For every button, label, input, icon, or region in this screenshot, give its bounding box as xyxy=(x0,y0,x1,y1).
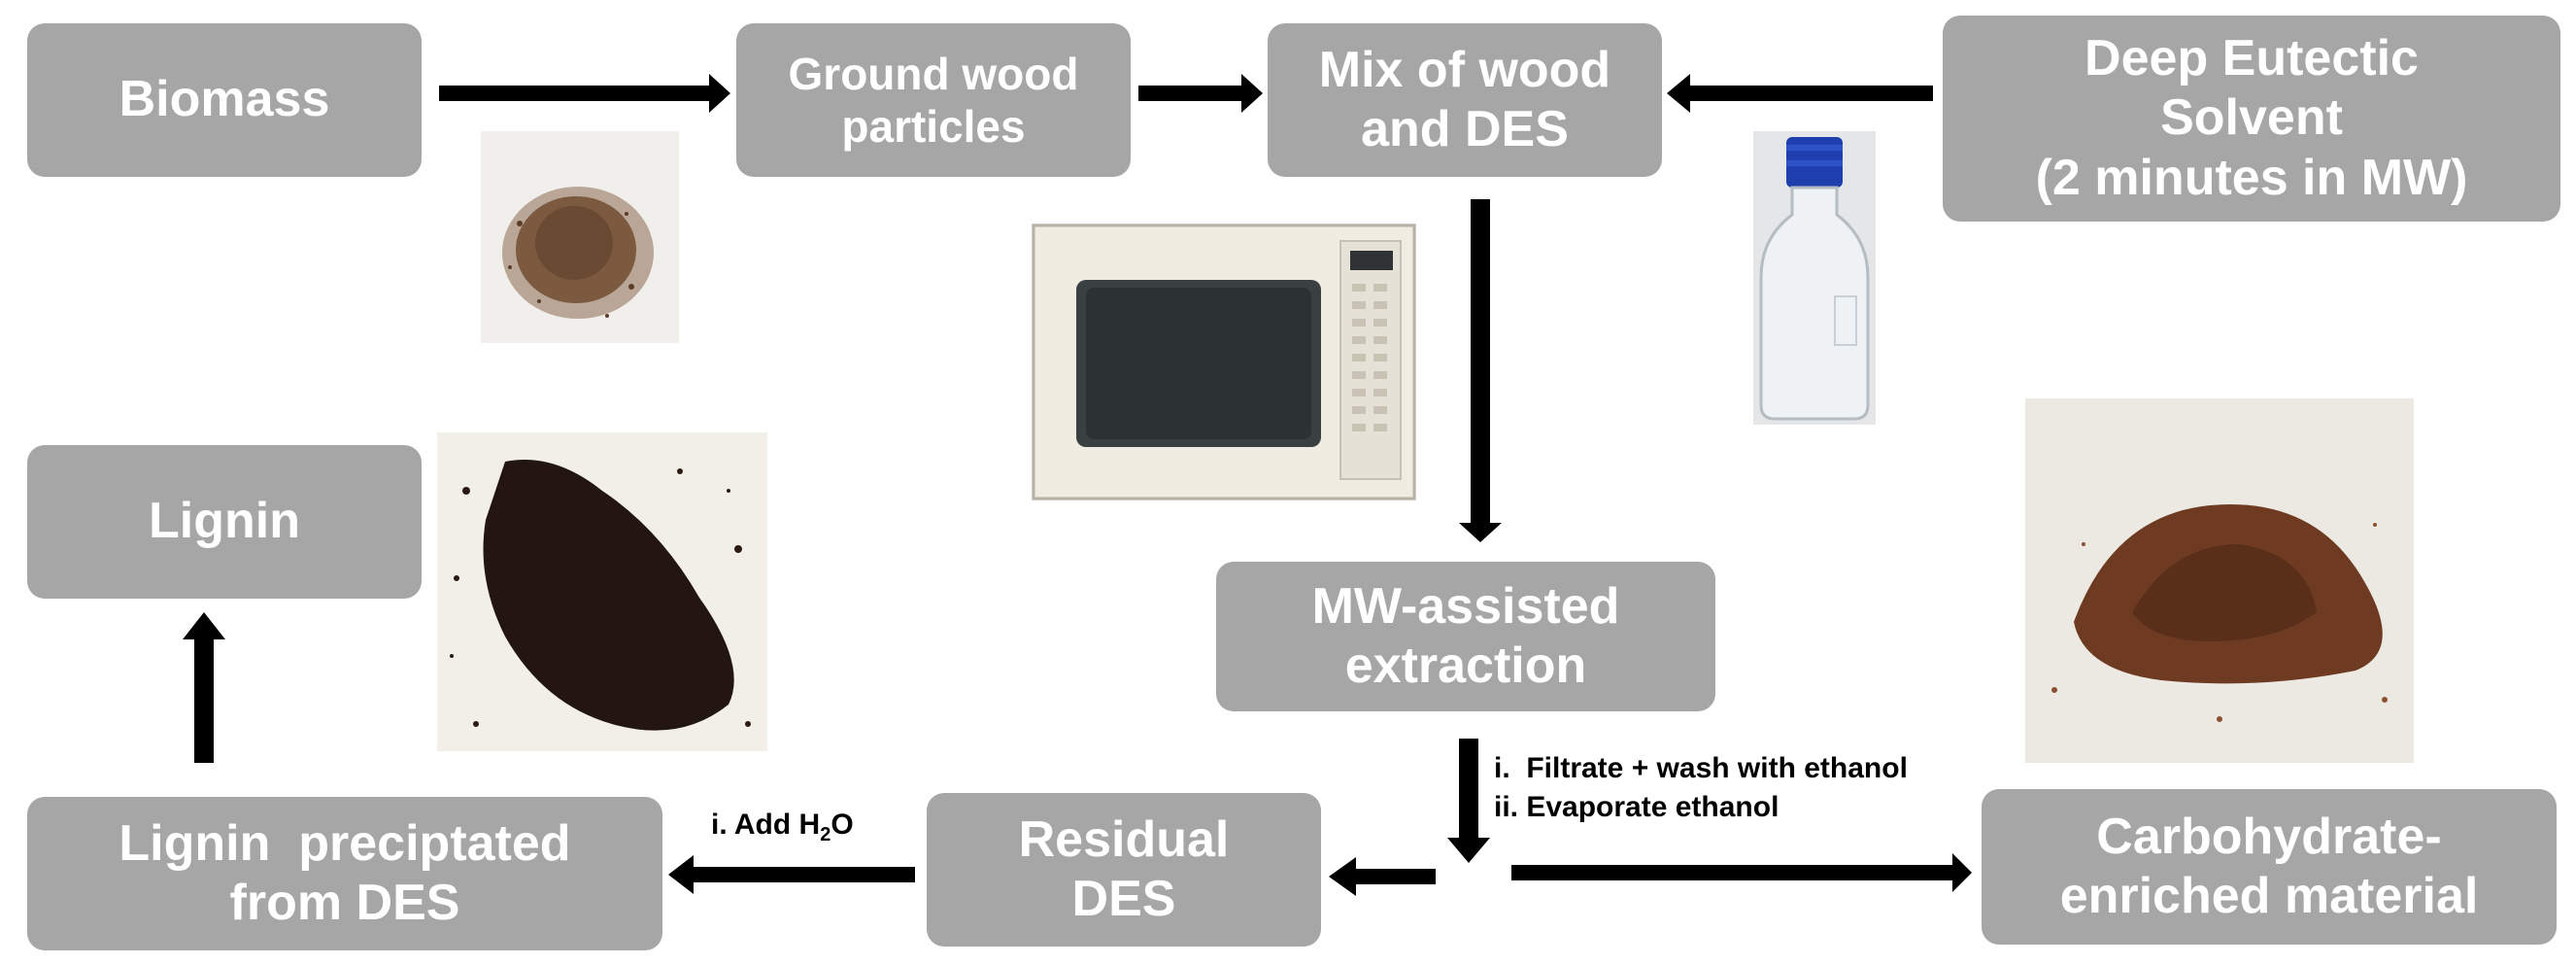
add-water-prefix: i. Add H xyxy=(711,809,821,841)
carbohydrate-photo xyxy=(2025,398,2414,763)
arrowhead-to-residual-des xyxy=(1329,857,1356,896)
lignin-precipitated-box: Lignin preciptated from DES xyxy=(27,797,662,950)
mix-label-line1: Mix of wood xyxy=(1318,41,1611,98)
evaporate-note: ii. Evaporate ethanol xyxy=(1494,791,1779,824)
arrowhead-to-carbohydrate xyxy=(1952,853,1972,892)
arrow-biomass-to-ground-wood xyxy=(439,86,713,101)
solvent-bottle-photo xyxy=(1753,131,1876,425)
biomass-label: Biomass xyxy=(119,71,330,128)
arrowhead-biomass-to-ground-wood xyxy=(709,74,730,113)
arrow-ground-wood-to-mix xyxy=(1138,86,1245,101)
microwave-photo xyxy=(1032,224,1416,500)
des-box: Deep Eutectic Solvent (2 minutes in MW) xyxy=(1943,16,2560,222)
arrowhead-des-to-mix xyxy=(1667,74,1690,113)
add-water-subscript: 2 xyxy=(820,824,831,845)
des-label-line3: (2 minutes in MW) xyxy=(2035,149,2468,206)
evaporate-note-text: ii. Evaporate ethanol xyxy=(1494,791,1779,823)
mw-extraction-label-line1: MW-assisted xyxy=(1311,577,1620,635)
lignin-precipitated-label-line1: Lignin preciptated xyxy=(119,814,571,872)
arrowhead-ground-wood-to-mix xyxy=(1241,74,1263,113)
arrow-mix-to-extraction xyxy=(1471,199,1490,526)
lignin-photo xyxy=(437,432,767,751)
arrow-precipitated-to-lignin xyxy=(194,637,214,763)
mw-extraction-label-line2: extraction xyxy=(1344,638,1587,694)
biomass-box: Biomass xyxy=(27,23,422,177)
des-label-line1: Deep Eutectic xyxy=(2085,29,2419,86)
mix-box: Mix of wood and DES xyxy=(1268,23,1662,177)
filtrate-note: i. Filtrate + wash with ethanol xyxy=(1494,752,1908,785)
ground-wood-label-line1: Ground wood xyxy=(788,48,1079,99)
arrow-to-carbohydrate xyxy=(1511,865,1954,880)
des-label-line2: Solvent xyxy=(2160,89,2343,147)
arrow-des-to-mix xyxy=(1688,86,1933,101)
ground-wood-photo xyxy=(481,131,679,343)
carbohydrate-label-line2: enriched material xyxy=(2059,868,2479,924)
arrow-to-residual-des xyxy=(1353,869,1436,884)
add-water-note: i. Add H2O xyxy=(711,809,854,846)
ground-wood-label-line2: particles xyxy=(841,101,1026,152)
ground-wood-box: Ground wood particles xyxy=(736,23,1131,177)
residual-des-box: Residual DES xyxy=(927,793,1321,947)
add-water-suffix: O xyxy=(830,809,854,841)
arrowhead-extraction-down xyxy=(1447,838,1490,863)
arrow-residual-to-precipitated xyxy=(692,867,915,882)
residual-des-label-line2: DES xyxy=(1071,871,1176,927)
filtrate-note-text: i. Filtrate + wash with ethanol xyxy=(1494,752,1908,784)
arrowhead-precipitated-to-lignin xyxy=(183,612,225,639)
carbohydrate-box: Carbohydrate- enriched material xyxy=(1982,789,2557,945)
mix-label-line2: and DES xyxy=(1361,101,1569,157)
arrowhead-mix-to-extraction xyxy=(1459,523,1502,542)
carbohydrate-label-line1: Carbohydrate- xyxy=(2096,808,2442,865)
arrowhead-residual-to-precipitated xyxy=(668,855,694,894)
lignin-box: Lignin xyxy=(27,445,422,599)
lignin-label: Lignin xyxy=(149,493,300,550)
residual-des-label-line1: Residual xyxy=(1018,810,1230,868)
arrow-extraction-down xyxy=(1459,739,1478,840)
lignin-precipitated-label-line2: from DES xyxy=(229,875,460,931)
mw-extraction-box: MW-assisted extraction xyxy=(1216,562,1715,711)
